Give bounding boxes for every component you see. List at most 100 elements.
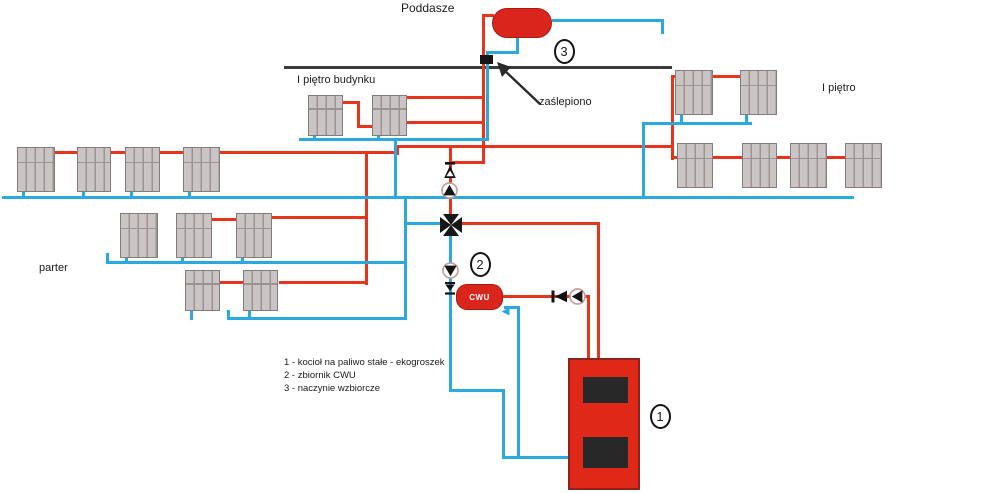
capped-pipe-plug: [480, 55, 493, 64]
pipe-blue: [641, 121, 645, 199]
radiator-section-line: [186, 283, 219, 285]
pipe-red: [210, 217, 238, 221]
radiator: [176, 213, 212, 258]
pipe-blue: [189, 309, 193, 320]
pipe-red: [448, 160, 485, 164]
pipe-blue: [129, 190, 133, 199]
pump-icon: [568, 287, 586, 305]
radiator-section-line: [184, 161, 219, 164]
boiler-door: [583, 437, 628, 468]
legend: 1 - kocioł na paliwo stałe - ekogroszek …: [284, 356, 445, 395]
radiator-section-line: [676, 84, 712, 87]
pipe-black: [283, 65, 672, 69]
pipe-red: [218, 150, 399, 154]
radiator: [183, 147, 220, 192]
pipe-blue: [551, 18, 664, 22]
radiator: [675, 70, 713, 115]
pipe-red: [270, 215, 368, 219]
pipe-red: [395, 144, 399, 155]
pipe-blue: [81, 190, 85, 199]
radiator-section-line: [309, 108, 342, 110]
pipe-red: [53, 150, 79, 154]
radiator: [77, 147, 111, 192]
radiator-section-line: [678, 157, 712, 160]
pipe-blue: [105, 260, 407, 264]
pipe-blue: [641, 121, 752, 125]
radiator-section-line: [126, 161, 159, 164]
check-valve-icon: [551, 290, 568, 303]
expansion-vessel: [492, 8, 552, 38]
radiator: [742, 143, 777, 188]
pipe-blue: [744, 113, 748, 125]
pipe-blue: [403, 195, 407, 320]
pipe-blue: [403, 221, 443, 225]
boiler-door: [583, 377, 628, 403]
radiator: [790, 143, 827, 188]
pipe-blue: [240, 256, 244, 264]
pipe-red: [481, 13, 485, 164]
pipe-blue: [1, 195, 854, 199]
pipe-blue: [226, 309, 230, 320]
pipe-blue: [226, 316, 407, 320]
flow-arrow-icon: [501, 303, 510, 315]
air-vent-valve-icon: [442, 162, 458, 180]
item-badge-1: 1: [649, 403, 671, 429]
radiator-section-line: [373, 108, 406, 110]
pipe-red: [341, 100, 360, 104]
radiator: [120, 213, 158, 258]
radiator-section-line: [18, 161, 54, 164]
pipe-red: [448, 144, 452, 218]
pipe-red: [670, 74, 679, 78]
pipe-blue: [516, 305, 520, 459]
pipe-red: [405, 95, 485, 99]
radiator: [243, 270, 278, 311]
pipe-red: [500, 294, 590, 298]
label-first-floor: I piętro: [822, 82, 856, 94]
pipe-blue: [180, 256, 184, 264]
radiator-section-line: [78, 161, 110, 164]
pipe-red: [775, 155, 792, 159]
radiator: [740, 70, 777, 115]
pipe-blue: [485, 50, 489, 141]
pipe-blue: [503, 305, 520, 309]
radiator-section-line: [177, 227, 211, 230]
label-attic: Poddasze: [401, 1, 455, 15]
pipe-red: [596, 221, 600, 361]
item-badge-2: 2: [469, 251, 491, 277]
annotation-arrow-icon: [497, 62, 541, 105]
radiator: [308, 95, 343, 136]
pipe-red: [356, 100, 360, 128]
radiator-section-line: [121, 227, 157, 230]
pipe-red: [711, 155, 744, 159]
four-way-mixing-valve-icon: [438, 212, 464, 238]
pipe-blue: [247, 309, 251, 320]
item-badge-3: 3: [553, 38, 575, 64]
label-ground-floor: parter: [39, 262, 68, 274]
pipe-red: [405, 120, 485, 124]
radiator-section-line: [741, 84, 776, 87]
radiator: [185, 270, 220, 311]
legend-line: 3 - naczynie wzbiorcze: [284, 383, 381, 394]
pipe-red: [395, 144, 674, 148]
radiator-section-line: [743, 157, 776, 160]
radiator: [125, 147, 160, 192]
radiator-section-line: [791, 157, 826, 160]
cwu-tank-label: CWU: [469, 292, 490, 302]
radiator: [845, 143, 882, 188]
radiator: [372, 95, 407, 136]
pump-icon: [441, 261, 459, 279]
pipe-blue: [448, 388, 505, 392]
radiator-section-line: [244, 283, 277, 285]
pipe-red: [670, 74, 674, 160]
pipe-red: [586, 294, 590, 361]
pipe-blue: [312, 134, 316, 141]
pipe-blue: [501, 455, 570, 459]
radiator-section-line: [846, 157, 881, 160]
pipe-blue: [187, 190, 191, 199]
pipe-red: [670, 155, 681, 159]
label-first-floor-building: I piętro budynku: [297, 74, 376, 86]
pipe-blue: [485, 50, 519, 54]
pipe-red: [278, 280, 368, 284]
pipe-red: [158, 150, 185, 154]
pipe-red: [825, 155, 847, 159]
